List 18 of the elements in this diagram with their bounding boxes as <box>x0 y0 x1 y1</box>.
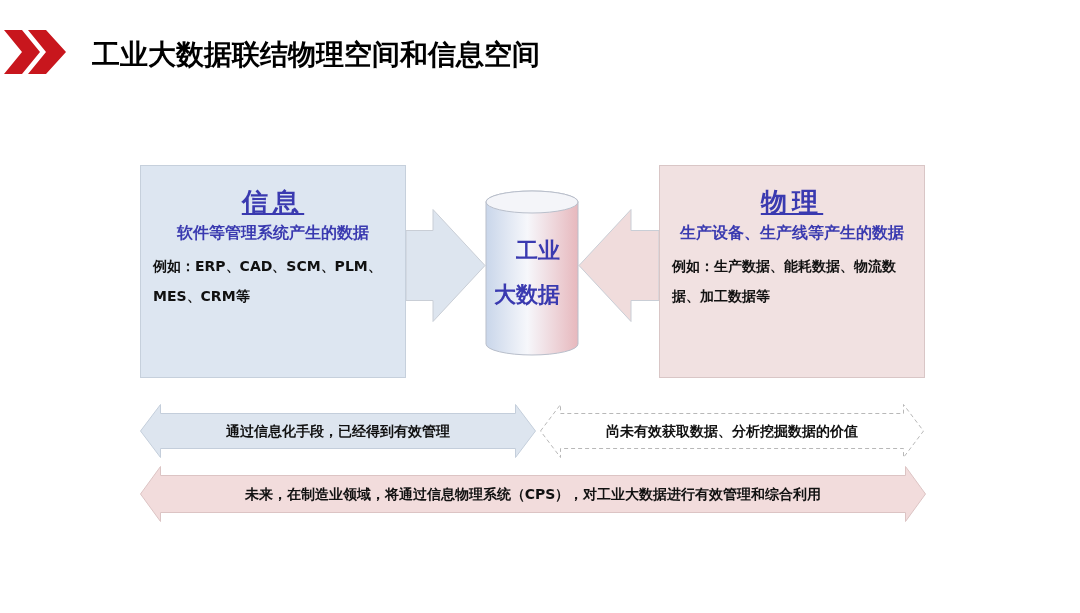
double-arrow-band <box>140 466 926 522</box>
example-text: 例如：ERP、CAD、SCM、PLM、MES、CRM等 <box>152 256 383 306</box>
example-text: 例如：生产数据、能耗数据、物流数据、加工数据等 <box>671 256 897 306</box>
panel-heading: 信息 <box>241 186 305 219</box>
panel-heading: 物理 <box>760 186 824 219</box>
info-panel <box>140 165 406 378</box>
band-text: 未来，在制造业领域，将通过信息物理系统（CPS），对工业大数据进行有效管理和综合利用 <box>244 484 822 504</box>
slide-title: 工业大数据联结物理空间和信息空间 <box>92 37 540 73</box>
band-text: 尚未有效获取数据、分析挖掘数据的价值 <box>606 421 858 441</box>
band-text: 通过信息化手段，已经得到有效管理 <box>226 421 450 441</box>
block-arrow <box>578 209 660 322</box>
double-arrow-band <box>540 404 924 458</box>
double-arrow-band <box>140 404 536 458</box>
block-arrow <box>405 209 486 322</box>
info-panel <box>659 165 925 378</box>
cylinder-label: 工业大数据 <box>493 237 560 309</box>
panel-subtitle: 生产设备、生产线等产生的数据 <box>680 222 904 243</box>
panel-subtitle: 软件等管理系统产生的数据 <box>177 222 369 243</box>
